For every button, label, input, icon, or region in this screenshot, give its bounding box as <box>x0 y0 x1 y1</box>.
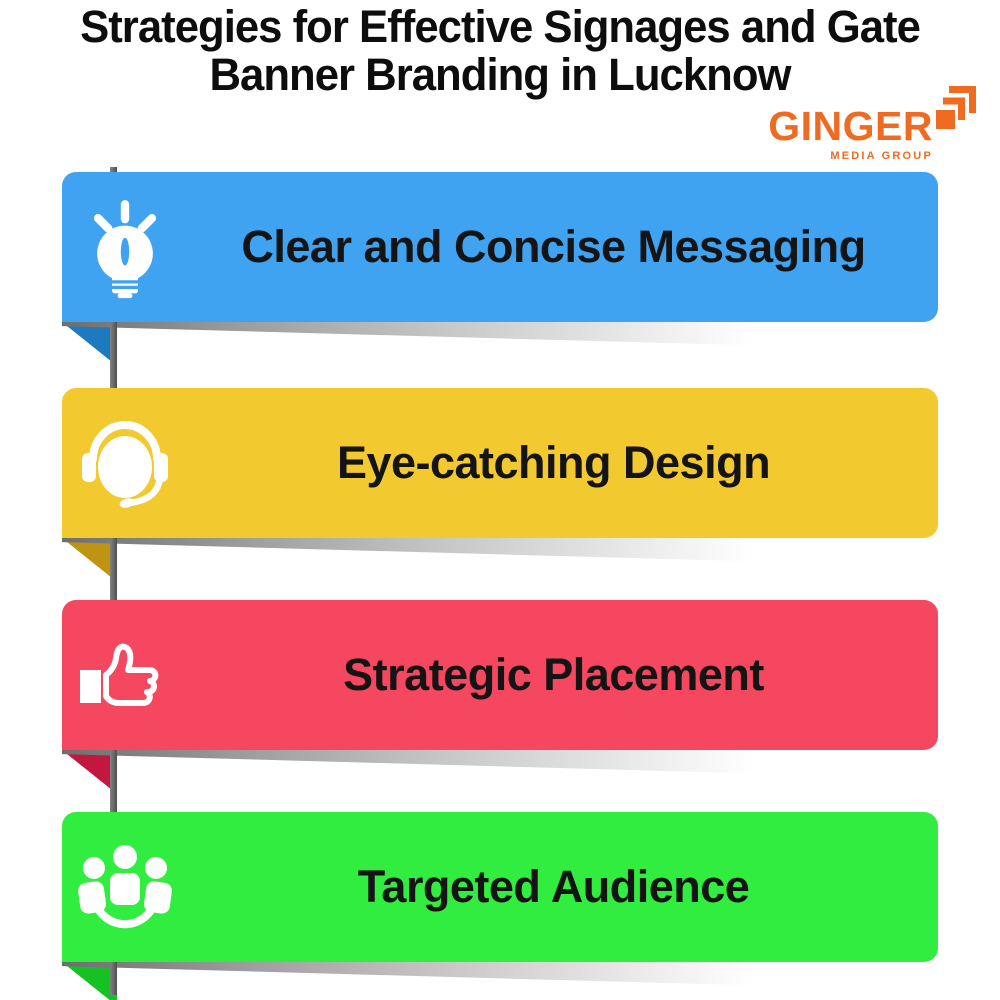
banner-label: Eye-catching Design <box>336 437 771 488</box>
banner-label: Clear and Concise Messaging <box>241 221 866 272</box>
banner-shadow <box>62 538 847 564</box>
ribbon-fold <box>62 962 117 1000</box>
banner-bar: Eye-catching Design <box>62 388 938 538</box>
nested-squares-icon <box>936 86 976 129</box>
lightbulb-icon <box>93 200 157 299</box>
ginger-media-logo: GINGER MEDIA GROUP <box>768 84 976 162</box>
banner-shadow <box>62 750 847 776</box>
ribbon-fold <box>62 750 117 794</box>
banner-shadow <box>62 322 847 348</box>
people-group-icon <box>78 845 172 929</box>
page-title: Strategies for Effective Signages and Ga… <box>15 3 985 98</box>
banner-bar: Strategic Placement <box>62 600 938 750</box>
logo-name: GINGER <box>768 103 933 149</box>
banner-bar: Targeted Audience <box>62 812 938 962</box>
banner-label: Strategic Placement <box>343 649 764 700</box>
banner-shadow <box>62 962 847 988</box>
logo-text: GINGER MEDIA GROUP <box>768 103 933 163</box>
thumbs-up-icon <box>80 643 159 706</box>
ribbon-pole <box>110 167 117 995</box>
ribbon-fold <box>62 322 117 366</box>
banner-bar: Clear and Concise Messaging <box>62 172 938 322</box>
page-title-line2: Banner Branding in Lucknow <box>209 48 791 100</box>
headset-icon <box>82 421 168 508</box>
banner-label: Targeted Audience <box>357 861 750 912</box>
ribbon-fold <box>62 538 117 582</box>
page-title-line1: Strategies for Effective Signages and Ga… <box>80 1 921 52</box>
logo-subtitle: MEDIA GROUP <box>830 150 933 162</box>
